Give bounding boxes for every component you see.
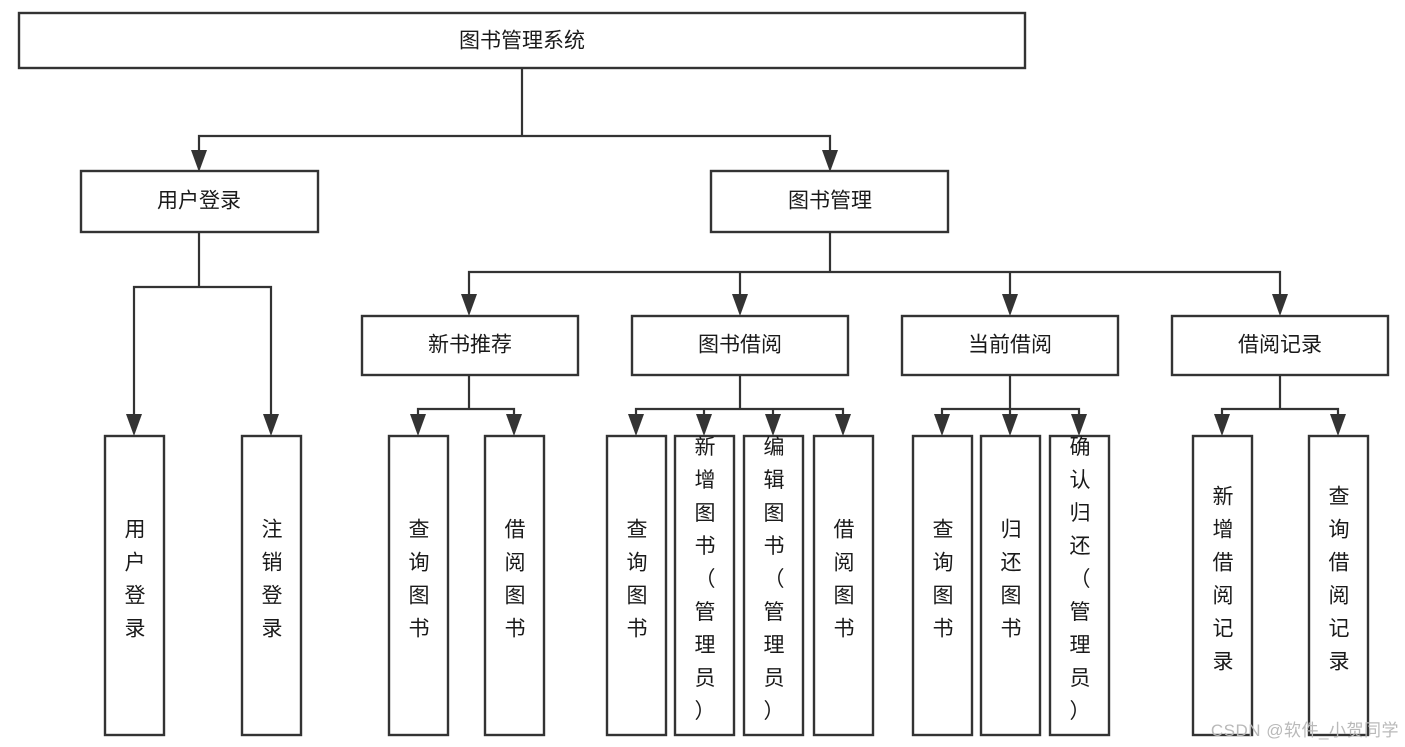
arrowhead-to-login bbox=[191, 150, 207, 172]
node-current-box[interactable] bbox=[900, 314, 1120, 377]
node-records-box[interactable] bbox=[1170, 314, 1390, 377]
node-leaf3-label: 查询图书 bbox=[409, 519, 430, 641]
node-leaf8[interactable]: 借阅图书 bbox=[812, 434, 875, 737]
node-borrow-label: 图书借阅 bbox=[698, 334, 782, 357]
node-login-box[interactable] bbox=[79, 169, 320, 234]
node-leaf12-box[interactable] bbox=[1191, 434, 1254, 737]
node-root-box[interactable] bbox=[17, 11, 1027, 70]
node-leaf2[interactable]: 注销登录 bbox=[240, 434, 303, 737]
edge-newrec-bus bbox=[416, 373, 516, 429]
node-records-label: 借阅记录 bbox=[1238, 334, 1322, 357]
node-leaf13-box[interactable] bbox=[1307, 434, 1370, 737]
node-current[interactable]: 当前借阅 bbox=[900, 314, 1120, 377]
node-leaf8-label: 借阅图书 bbox=[834, 519, 855, 641]
arrowhead-to-bookmgmt bbox=[822, 150, 838, 172]
node-login-label: 用户登录 bbox=[157, 190, 241, 213]
node-bookmgmt-box[interactable] bbox=[709, 169, 950, 234]
arrowhead-to-leaf1 bbox=[126, 414, 142, 436]
node-leaf6[interactable]: 新增图书（管理员） bbox=[673, 434, 736, 737]
node-leaf9-label: 查询图书 bbox=[933, 519, 954, 641]
node-leaf9-box[interactable] bbox=[911, 434, 974, 737]
arrowhead-to-leaf9 bbox=[934, 414, 950, 436]
edges-layer bbox=[126, 66, 1346, 436]
node-leaf13[interactable]: 查询借阅记录 bbox=[1307, 434, 1370, 737]
node-leaf2-box[interactable] bbox=[240, 434, 303, 737]
node-login[interactable]: 用户登录 bbox=[79, 169, 320, 234]
node-current-label: 当前借阅 bbox=[968, 334, 1052, 357]
node-root[interactable]: 图书管理系统 bbox=[17, 11, 1027, 70]
node-leaf11-label: 确认归还（管理员） bbox=[1070, 436, 1091, 723]
node-leaf2-label: 注销登录 bbox=[262, 519, 283, 641]
node-leaf11-box[interactable] bbox=[1048, 434, 1111, 737]
node-leaf11[interactable]: 确认归还（管理员） bbox=[1048, 434, 1111, 737]
edge-login-bus bbox=[132, 230, 273, 429]
arrowhead-to-leaf8 bbox=[835, 414, 851, 436]
arrowhead-to-leaf3 bbox=[410, 414, 426, 436]
node-leaf3[interactable]: 查询图书 bbox=[387, 434, 450, 737]
node-leaf8-box[interactable] bbox=[812, 434, 875, 737]
arrowhead-to-leaf13 bbox=[1330, 414, 1346, 436]
node-leaf6-box[interactable] bbox=[673, 434, 736, 737]
edge-root-bus bbox=[197, 66, 832, 164]
node-leaf10-box[interactable] bbox=[979, 434, 1042, 737]
node-leaf12-label: 新增借阅记录 bbox=[1213, 486, 1234, 674]
node-leaf4[interactable]: 借阅图书 bbox=[483, 434, 546, 737]
node-leaf9[interactable]: 查询图书 bbox=[911, 434, 974, 737]
node-leaf3-box[interactable] bbox=[387, 434, 450, 737]
arrowhead-to-borrow bbox=[732, 294, 748, 316]
node-leaf7-box[interactable] bbox=[742, 434, 805, 737]
arrowhead-to-records bbox=[1272, 294, 1288, 316]
arrowhead-to-leaf11 bbox=[1071, 414, 1087, 436]
node-leaf6-label: 新增图书（管理员） bbox=[695, 436, 716, 723]
node-records[interactable]: 借阅记录 bbox=[1170, 314, 1390, 377]
node-borrow[interactable]: 图书借阅 bbox=[630, 314, 850, 377]
node-newrec-label: 新书推荐 bbox=[428, 334, 512, 357]
node-leaf12[interactable]: 新增借阅记录 bbox=[1191, 434, 1254, 737]
arrowhead-to-leaf4 bbox=[506, 414, 522, 436]
node-newrec-box[interactable] bbox=[360, 314, 580, 377]
node-leaf4-label: 借阅图书 bbox=[505, 519, 526, 641]
arrowhead-to-leaf2 bbox=[263, 414, 279, 436]
node-leaf7-label: 编辑图书（管理员） bbox=[764, 436, 785, 723]
node-leaf5[interactable]: 查询图书 bbox=[605, 434, 668, 737]
edge-borrow-bus bbox=[634, 373, 845, 429]
csdn-watermark: CSDN @软件_小贺同学 bbox=[1210, 721, 1399, 740]
node-leaf13-label: 查询借阅记录 bbox=[1329, 486, 1350, 674]
node-leaf1[interactable]: 用户登录 bbox=[103, 434, 166, 737]
node-leaf4-box[interactable] bbox=[483, 434, 546, 737]
edge-bookmgmt-bus bbox=[467, 230, 1282, 309]
arrowhead-to-leaf6 bbox=[696, 414, 712, 436]
node-root-label: 图书管理系统 bbox=[459, 30, 585, 53]
arrowhead-to-leaf7 bbox=[765, 414, 781, 436]
node-bookmgmt[interactable]: 图书管理 bbox=[709, 169, 950, 234]
arrowhead-to-current bbox=[1002, 294, 1018, 316]
node-leaf10-label: 归还图书 bbox=[1001, 519, 1022, 641]
node-leaf5-label: 查询图书 bbox=[627, 519, 648, 641]
node-leaf1-box[interactable] bbox=[103, 434, 166, 737]
node-leaf7[interactable]: 编辑图书（管理员） bbox=[742, 434, 805, 737]
arrowhead-to-leaf10 bbox=[1002, 414, 1018, 436]
node-newrec[interactable]: 新书推荐 bbox=[360, 314, 580, 377]
arrowhead-to-leaf5 bbox=[628, 414, 644, 436]
edge-records-bus bbox=[1220, 373, 1340, 429]
node-leaf5-box[interactable] bbox=[605, 434, 668, 737]
arrowhead-to-leaf12 bbox=[1214, 414, 1230, 436]
node-leaf1-label: 用户登录 bbox=[125, 519, 146, 641]
node-bookmgmt-label: 图书管理 bbox=[788, 190, 872, 213]
node-leaf10[interactable]: 归还图书 bbox=[979, 434, 1042, 737]
node-borrow-box[interactable] bbox=[630, 314, 850, 377]
arrowhead-to-newrec bbox=[461, 294, 477, 316]
